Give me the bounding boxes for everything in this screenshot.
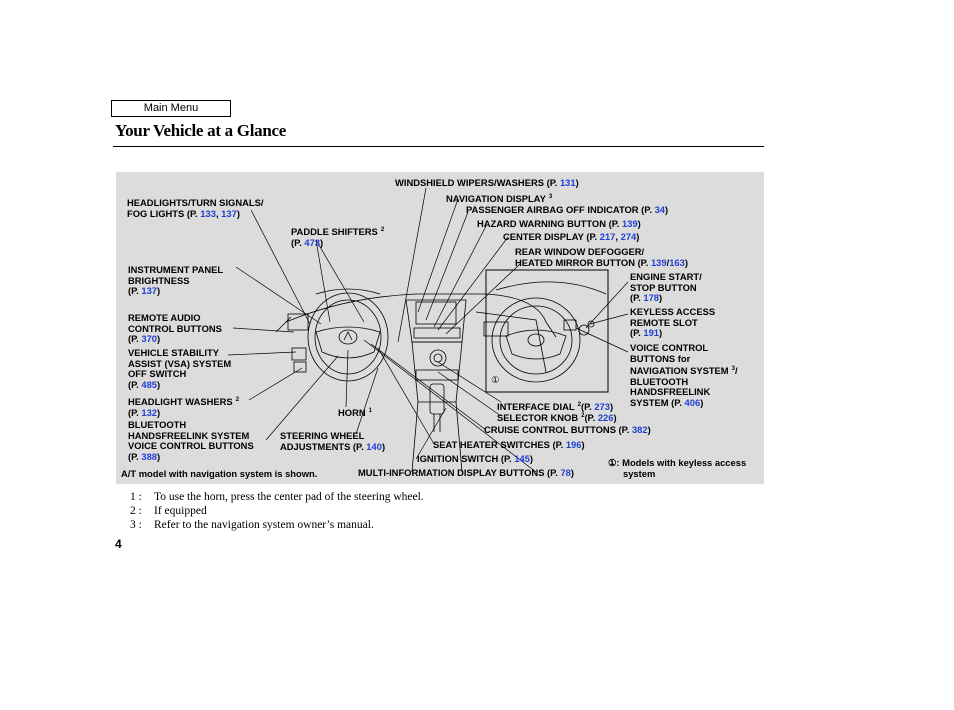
page-link-132[interactable]: 132 <box>141 406 158 418</box>
title-rule <box>113 146 764 147</box>
page-link-145[interactable]: 145 <box>514 453 530 464</box>
label-ignition: IGNITION SWITCH (P. 145) <box>417 453 534 464</box>
label-keyless-note: ①: Models with keyless access system <box>608 457 747 479</box>
label-steering-wheel: STEERING WHEEL ADJUSTMENTS (P. 140) <box>280 430 386 452</box>
label-engine-start: ENGINE START/ STOP BUTTON (P. 178) <box>630 271 702 303</box>
label-defogger: REAR WINDOW DEFOGGER/ HEATED MIRROR BUTT… <box>515 246 688 268</box>
page-link-274[interactable]: 274 <box>620 231 637 242</box>
page-link-406[interactable]: 406 <box>684 396 701 408</box>
label-center-display: CENTER DISPLAY (P. 217, 274) <box>503 231 640 242</box>
footnote-2: 2 :If equipped <box>130 505 207 517</box>
label-seat-heater: SEAT HEATER SWITCHES (P. 196) <box>433 439 585 450</box>
page-link-191[interactable]: 191 <box>643 327 660 338</box>
label-remote-audio: REMOTE AUDIO CONTROL BUTTONS (P. 370) <box>128 312 222 344</box>
dashboard-illustration <box>227 187 629 473</box>
page-link-139-b[interactable]: 139 <box>650 256 667 268</box>
label-voice-control: VOICE CONTROL BUTTONS for NAVIGATION SYS… <box>630 342 738 408</box>
label-at-model: A/T model with navigation system is show… <box>121 468 318 479</box>
page-link-133[interactable]: 133 <box>200 207 216 219</box>
page-link-382[interactable]: 382 <box>631 424 648 435</box>
page-link-473[interactable]: 473 <box>304 236 321 248</box>
page-link-139[interactable]: 139 <box>621 218 638 229</box>
page-link-78[interactable]: 78 <box>560 467 571 478</box>
label-cruise-control: CRUISE CONTROL BUTTONS (P. 382) <box>484 424 651 435</box>
label-airbag-indicator: PASSENGER AIRBAG OFF INDICATOR (P. 34) <box>466 204 669 215</box>
page-link-273[interactable]: 273 <box>594 401 610 412</box>
page-link-485[interactable]: 485 <box>141 378 158 390</box>
page-link-370[interactable]: 370 <box>141 333 158 344</box>
footnote-1: 1 :To use the horn, press the center pad… <box>130 491 424 503</box>
label-hazard: HAZARD WARNING BUTTON (P. 139) <box>477 218 641 229</box>
page-link-131[interactable]: 131 <box>559 177 576 188</box>
dashboard-diagram: HEADLIGHTS/TURN SIGNALS/ FOG LIGHTS (P. … <box>116 172 764 484</box>
label-bluetooth-voice: BLUETOOTH HANDSFREELINK SYSTEM VOICE CON… <box>128 419 254 462</box>
page-link-388[interactable]: 388 <box>141 450 158 462</box>
page-link-217[interactable]: 217 <box>599 231 616 242</box>
page-link-34[interactable]: 34 <box>654 204 665 215</box>
page-title: Your Vehicle at a Glance <box>115 121 286 140</box>
page-link-196[interactable]: 196 <box>565 439 582 450</box>
label-multi-info-display: MULTI-INFORMATION DISPLAY BUTTONS (P. 78… <box>358 467 574 478</box>
page-link-137-b[interactable]: 137 <box>141 285 158 296</box>
label-headlights: HEADLIGHTS/TURN SIGNALS/ FOG LIGHTS (P. … <box>127 197 264 219</box>
label-vsa: VEHICLE STABILITY ASSIST (VSA) SYSTEM OF… <box>128 347 232 390</box>
page-link-137[interactable]: 137 <box>221 207 237 219</box>
main-menu-button[interactable]: Main Menu <box>111 100 231 117</box>
page-number: 4 <box>115 537 122 551</box>
page-link-140[interactable]: 140 <box>366 440 382 452</box>
page-link-226[interactable]: 226 <box>597 412 614 423</box>
page-link-178[interactable]: 178 <box>643 292 660 303</box>
label-instrument-panel: INSTRUMENT PANEL BRIGHTNESS (P. 137) <box>128 264 224 296</box>
inset-circle-marker: ① <box>491 374 500 385</box>
page-link-163[interactable]: 163 <box>669 256 685 268</box>
label-wipers: WINDSHIELD WIPERS/WASHERS (P. 131) <box>395 177 579 188</box>
footnote-3: 3 :Refer to the navigation system owner’… <box>130 519 374 531</box>
footnotes: 1 :To use the horn, press the center pad… <box>130 490 424 532</box>
label-keyless-slot: KEYLESS ACCESS REMOTE SLOT (P. 191) <box>630 306 716 338</box>
